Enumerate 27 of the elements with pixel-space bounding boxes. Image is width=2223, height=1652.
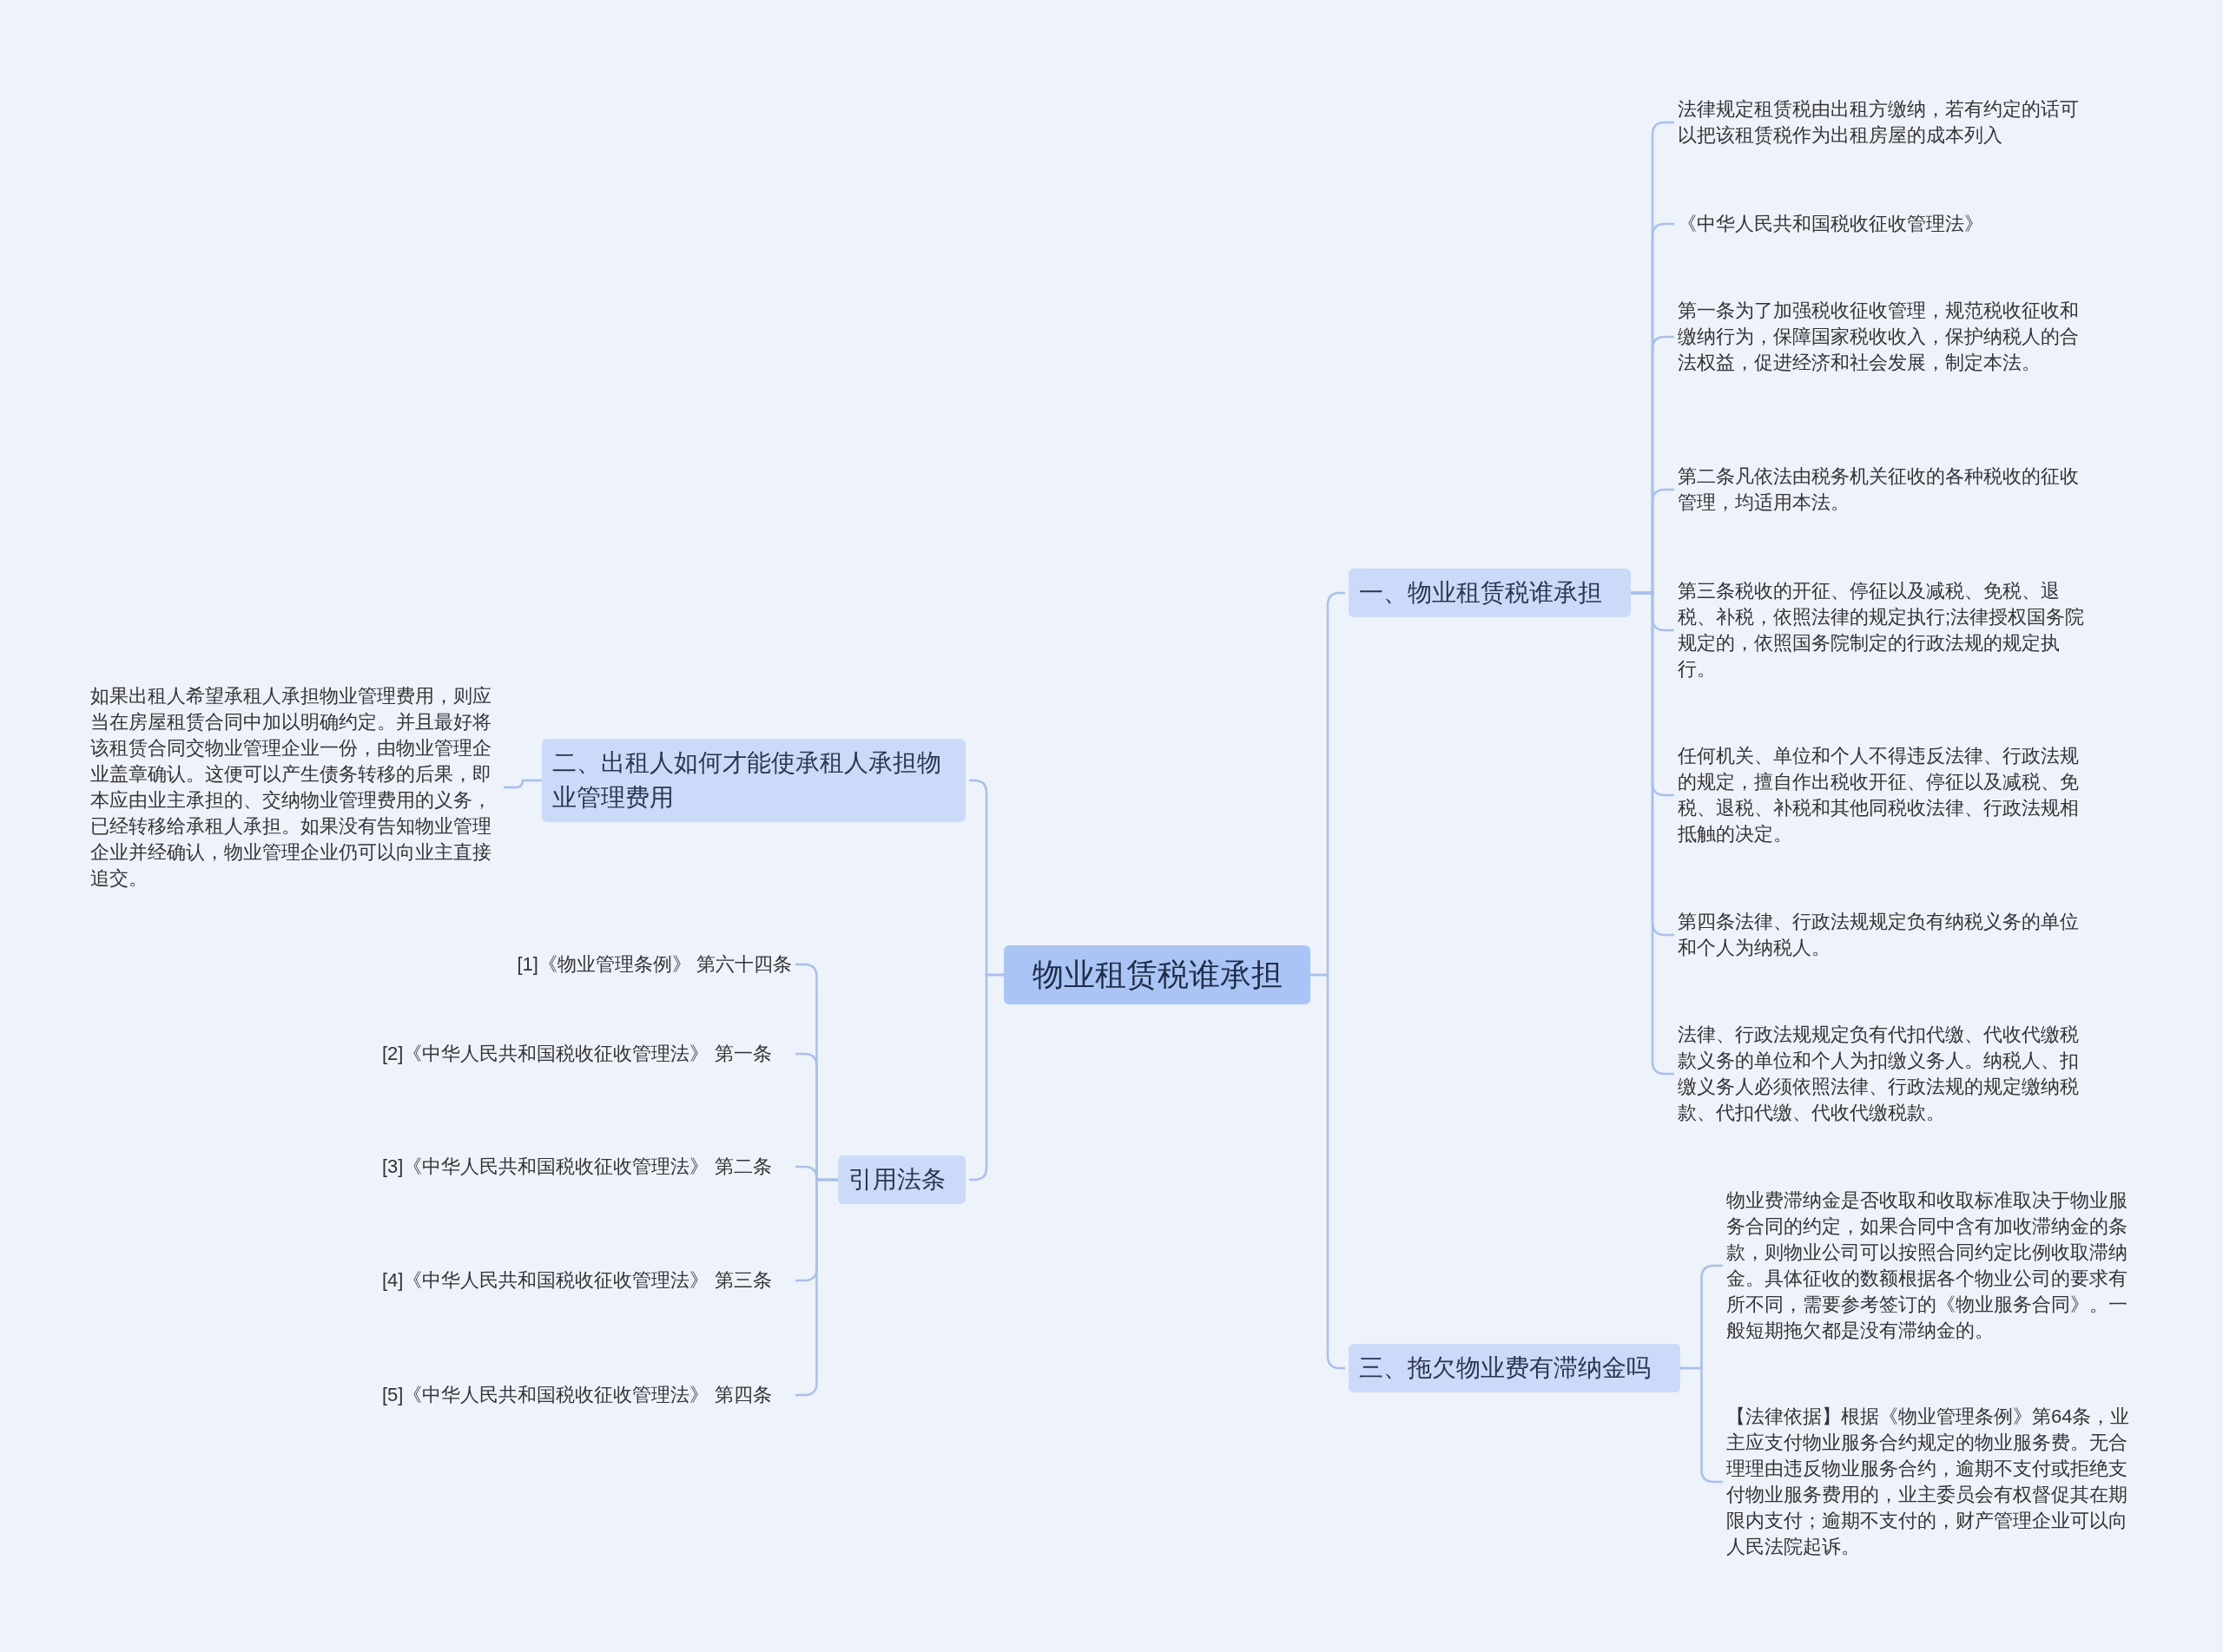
topic-box bbox=[1349, 569, 1631, 617]
note-text: 【法律依据】根据《物业管理条例》第64条，业主应支付物业服务合约规定的物业服务费。无合理理由违反物业服务合约，逾期不支付或拒绝支付物业服务费用的，业主委员会有权督促其在期限内支付；逾期不支付的，财产管理企业可以向人民法院起诉。 bbox=[1726, 1404, 2139, 1560]
topic-label: 三、拖欠物业费有滞纳金吗 bbox=[1359, 1353, 1652, 1383]
note-text: 第三条税收的开征、停征以及减税、免税、退税、补税，依照法律的规定执行;法律授权国务院规定的，依照国务院制定的行政法规的规定执行。 bbox=[1678, 578, 2086, 682]
note-text: 法律、行政法规规定负有代扣代缴、代收代缴税款义务的单位和个人为扣缴义务人。纳税人、扣缴义务人必须依照法律、行政法规的规定缴纳税款、代扣代缴、代收代缴税款。 bbox=[1678, 1022, 2086, 1126]
topic-label: 二、出租人如何才能使承租人承担物业管理费用 bbox=[552, 748, 942, 813]
note-text: [1]《物业管理条例》 第六十四条 bbox=[517, 951, 792, 977]
note-text: 任何机关、单位和个人不得违反法律、行政法规的规定，擅自作出税收开征、停征以及减税、免税、退税、补税和其他同税收法律、行政法规相抵触的决定。 bbox=[1678, 743, 2086, 847]
topic-box bbox=[1349, 1344, 1680, 1392]
connector-line bbox=[504, 779, 542, 789]
topic-box bbox=[1004, 945, 1310, 1004]
note-text: 物业费滞纳金是否收取和收取标准取决于物业服务合同的约定，如果合同中含有加收滞纳金的条款，则物业公司可以按照合同约定比例收取滞纳金。具体征收的数额根据各个物业公司的要求有所不同，需要参考签订的《物业服务合同》。一般短期拖欠都是没有滞纳金的。 bbox=[1726, 1188, 2139, 1344]
topic-label: 引用法条 bbox=[848, 1165, 947, 1195]
note-text: [3]《中华人民共和国税收征收管理法》 第二条 bbox=[382, 1154, 792, 1180]
note-text: [2]《中华人民共和国税收征收管理法》 第一条 bbox=[382, 1041, 792, 1067]
topic-box bbox=[838, 1155, 966, 1204]
note-text: 第一条为了加强税收征收管理，规范税收征收和缴纳行为，保障国家税收收入，保护纳税人的合法权益，促进经济和社会发展，制定本法。 bbox=[1678, 298, 2086, 376]
topic-label: 物业租赁税谁承担 bbox=[1032, 956, 1283, 994]
topic-box bbox=[542, 739, 966, 822]
note-text: 第二条凡依法由税务机关征收的各种税收的征收管理，均适用本法。 bbox=[1678, 464, 2086, 516]
note-text: 《中华人民共和国税收征收管理法》 bbox=[1678, 211, 2086, 237]
note-text: [4]《中华人民共和国税收征收管理法》 第三条 bbox=[382, 1267, 792, 1293]
note-text: 第四条法律、行政法规规定负有纳税义务的单位和个人为纳税人。 bbox=[1678, 909, 2086, 961]
topic-label: 一、物业租赁税谁承担 bbox=[1359, 578, 1603, 608]
note-text: 如果出租人希望承租人承担物业管理费用，则应当在房屋租赁合同中加以明确约定。并且最好将该租赁合同交物业管理企业一份，由物业管理企业盖章确认。这便可以产生债务转移的后果，即本应由业主承担的、交纳物业管理费用的义务，已经转移给承租人承担。如果没有告知物业管理企业并经确认，物业管理企业仍可以向业主直接追交。 bbox=[90, 683, 500, 892]
note-text: 法律规定租赁税由出租方缴纳，若有约定的话可以把该租赁税作为出租房屋的成本列入 bbox=[1678, 96, 2086, 148]
note-text: [5]《中华人民共和国税收征收管理法》 第四条 bbox=[382, 1382, 792, 1408]
